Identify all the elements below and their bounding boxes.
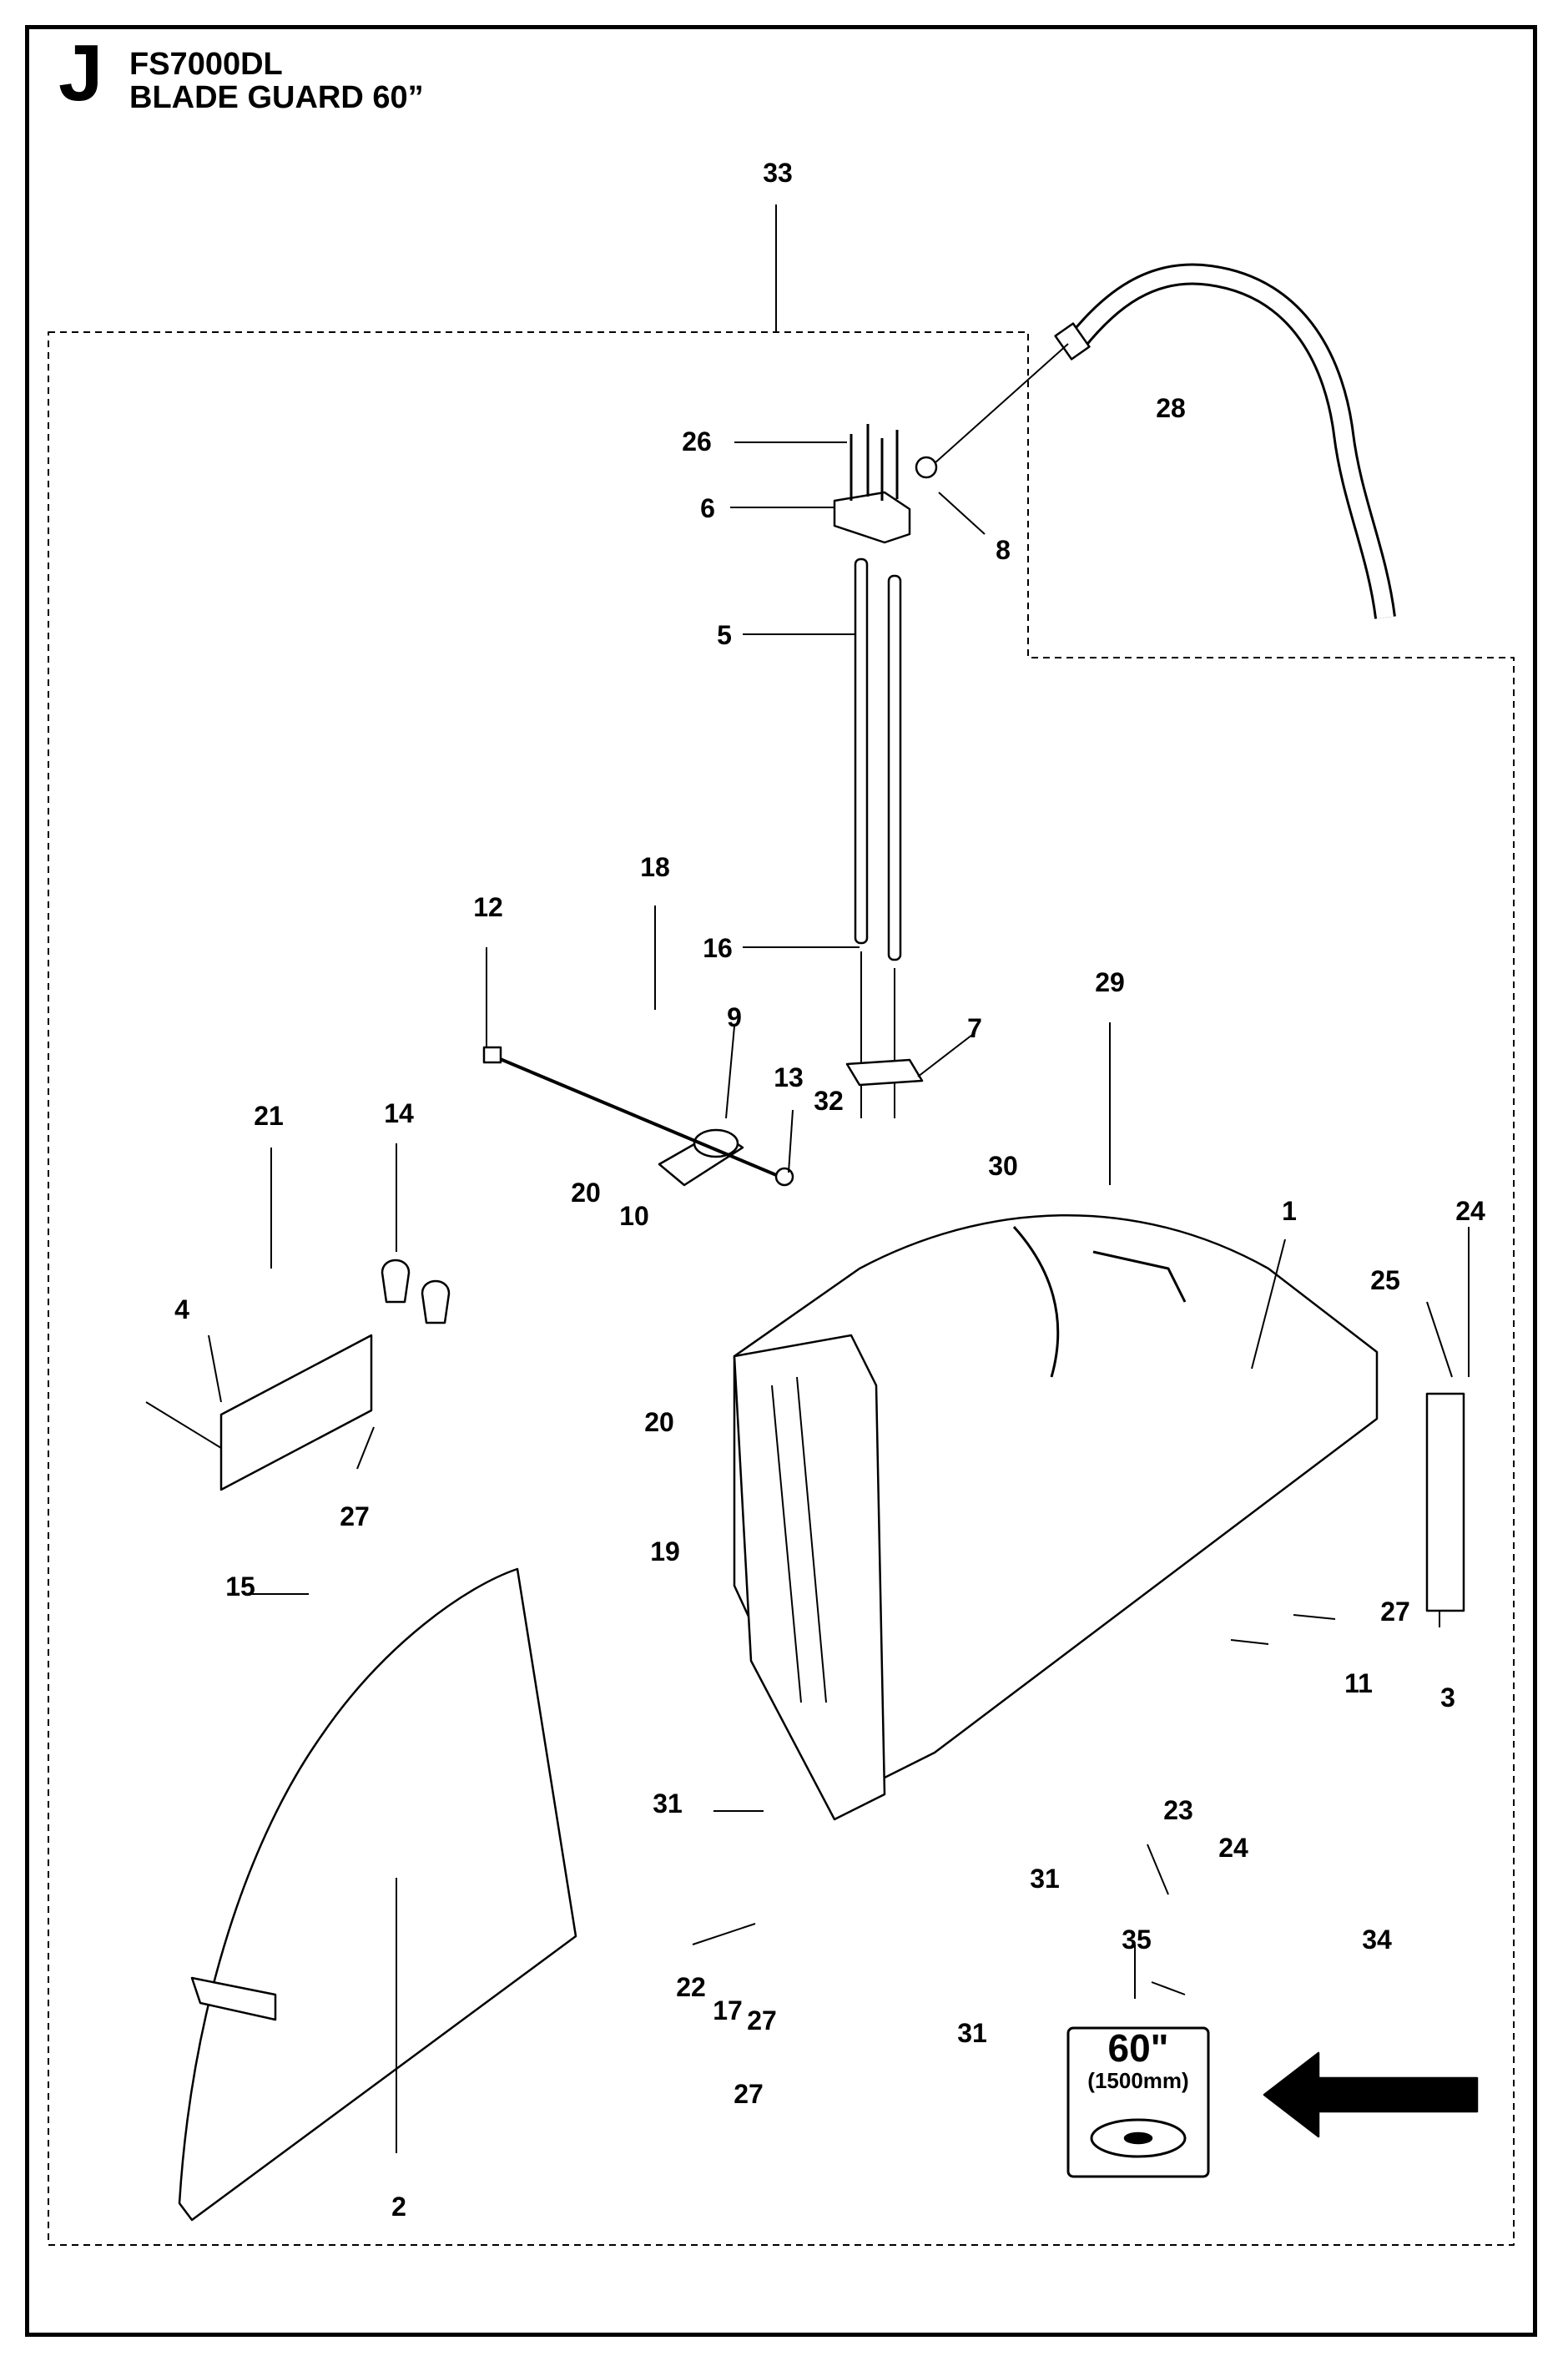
callout-6: 6	[700, 493, 715, 523]
callout-11: 11	[1344, 1668, 1373, 1698]
rod-left	[854, 557, 869, 945]
callout-8: 8	[996, 535, 1011, 565]
callout-5: 5	[717, 620, 732, 650]
direction-arrow	[1263, 2051, 1479, 2138]
mount-plate	[845, 1058, 924, 1087]
callout-20: 20	[644, 1407, 674, 1437]
callout-27: 27	[340, 1501, 370, 1531]
callout-23: 23	[1163, 1795, 1193, 1825]
callout-17: 17	[713, 1995, 743, 2025]
callout-34: 34	[1362, 1925, 1392, 1955]
badge-metric-text: (1500mm)	[1087, 2068, 1188, 2093]
callout-22: 22	[676, 1972, 706, 2002]
callout-20: 20	[571, 1178, 601, 1208]
callout-27: 27	[747, 2005, 777, 2036]
valve-block	[833, 491, 911, 544]
callout-21: 21	[254, 1101, 284, 1131]
callout-31: 31	[1030, 1864, 1060, 1894]
page-border	[25, 25, 1537, 2337]
callout-numbers: 33 28 26 6 8 5 18 12 16 29 9 7 13 21 14 …	[174, 158, 1485, 2222]
blade-size-badge	[1066, 2026, 1210, 2178]
callout-3: 3	[1440, 1682, 1455, 1713]
callout-26: 26	[682, 426, 712, 457]
outer-guard	[178, 1567, 577, 2222]
callout-32: 32	[814, 1086, 844, 1116]
callout-18: 18	[640, 852, 670, 882]
side-plate	[219, 1334, 373, 1491]
callout-27: 27	[1380, 1597, 1410, 1627]
callout-25: 25	[1370, 1265, 1400, 1295]
callout-16: 16	[703, 933, 733, 963]
callout-14: 14	[384, 1098, 414, 1128]
callout-4: 4	[174, 1294, 189, 1324]
model-name: FS7000DL	[129, 47, 283, 82]
callout-29: 29	[1095, 967, 1125, 997]
rod-right	[887, 574, 902, 961]
callout-9: 9	[727, 1002, 742, 1032]
callout-15: 15	[225, 1571, 255, 1602]
badge-size-text: 60"	[1108, 2026, 1169, 2070]
callout-30: 30	[988, 1151, 1018, 1181]
callout-28: 28	[1156, 393, 1186, 423]
assembly-boundary	[48, 331, 1515, 2246]
callout-2: 2	[391, 2192, 406, 2222]
callout-33: 33	[763, 158, 793, 188]
callout-27: 27	[734, 2079, 764, 2109]
callout-24: 24	[1218, 1833, 1248, 1863]
page-title: BLADE GUARD 60”	[129, 80, 424, 115]
callout-1: 1	[1282, 1196, 1297, 1226]
callout-13: 13	[774, 1062, 804, 1092]
callout-31: 31	[957, 2018, 987, 2048]
callout-10: 10	[619, 1201, 649, 1231]
guard-channel	[733, 1334, 886, 1821]
callout-7: 7	[967, 1013, 982, 1043]
callout-24: 24	[1455, 1196, 1485, 1226]
section-letter: J	[58, 28, 103, 118]
callout-35: 35	[1122, 1925, 1152, 1955]
main-guard	[733, 1214, 1379, 1804]
callout-19: 19	[650, 1536, 680, 1566]
callout-31: 31	[653, 1788, 683, 1819]
end-plate	[1425, 1392, 1465, 1612]
callout-12: 12	[473, 892, 503, 922]
